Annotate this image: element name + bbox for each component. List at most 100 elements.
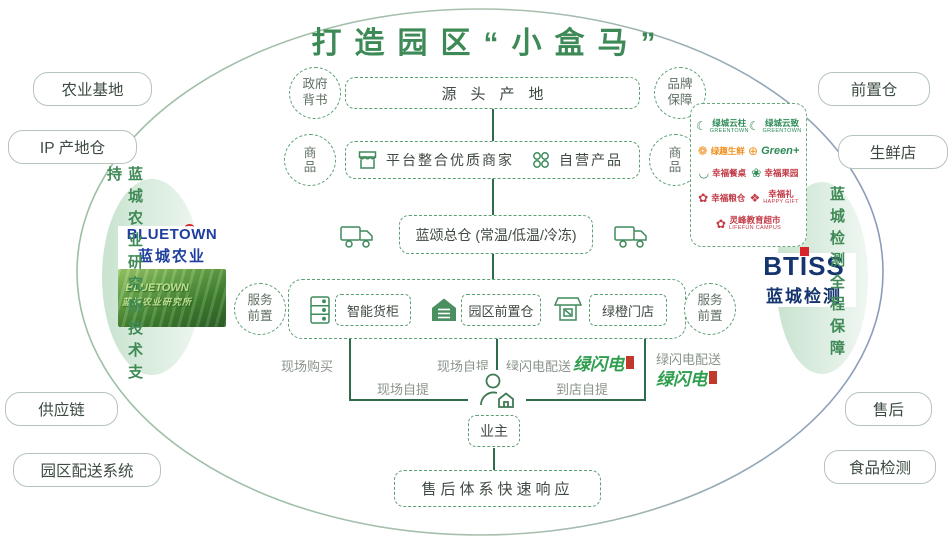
bowl-icon: ◡	[698, 166, 710, 181]
circle-goods-left: 商品	[284, 134, 336, 186]
logo-green-plus: ⊕ Green+	[748, 145, 799, 157]
right-pill-fresh-store: 生鲜店	[838, 135, 948, 169]
logo-lifefun-campus-label: 灵峰教育超市	[729, 214, 781, 225]
logo-happy-table-label: 幸福餐桌	[712, 168, 747, 179]
circle-service-right: 服务前置	[684, 283, 736, 335]
logo-lvqu-fresh-label: 绿趣生鲜	[710, 145, 745, 156]
owner-person-icon	[472, 370, 516, 412]
smart-locker-icon	[310, 296, 330, 324]
front-warehouse-icon	[432, 298, 456, 321]
swirl-icon: ❁	[697, 143, 708, 158]
logo-greentown-yunzhi-label: 绿城云致	[764, 117, 799, 128]
logo-happy-gift: ❖ 幸福礼 HAPPY GIFT	[749, 188, 799, 206]
circle-plus-icon: ⊕	[748, 143, 759, 158]
own-products-group: 自营产品	[530, 149, 623, 171]
logo-greentown-yungui-label: 绿城云柱	[712, 117, 747, 128]
own-products-label: 自营产品	[559, 152, 623, 168]
field-embossed-cn: 蓝城农业研究所	[122, 297, 193, 308]
right-vertical-slogan: 蓝城检测全程保障	[828, 186, 845, 362]
circle-brand-guarantee-label: 品牌保障	[667, 77, 693, 107]
label-store-pickup: 到店自提	[556, 382, 609, 397]
circle-service-left-label: 服务前置	[247, 293, 273, 323]
flash-logo-right-badge	[709, 371, 717, 384]
field-embossed-text: BLUETOWN 蓝城农业研究所	[122, 281, 192, 309]
store-icon	[553, 297, 583, 321]
label-onsite-pickup-center: 现场自提	[377, 382, 430, 397]
logo-greentown-yungui: ☾ 绿城云柱 GREENTOWN	[696, 117, 749, 134]
btiss-logo-cn: 蓝城检测	[766, 287, 842, 306]
storefront-icon	[358, 151, 377, 169]
truck-left-icon	[340, 226, 373, 248]
logo-lifefun-campus: ✿ 灵峰教育超市 LIFEFUN CAMPUS	[715, 214, 782, 232]
cluster-row-1: ☾ 绿城云柱 GREENTOWN ☾ 绿城云致 GREENTOWN	[696, 117, 802, 134]
flash-logo-center-badge	[626, 356, 634, 369]
box-owner: 业主	[468, 415, 520, 447]
cluster-row-4: ✿ 幸福粮仓 ❖ 幸福礼 HAPPY GIFT	[696, 188, 801, 206]
left-pill-ip-origin-warehouse: IP 产地仓	[8, 130, 137, 164]
bluetown-logo-en: BLUETOWN	[126, 224, 218, 243]
bluetown-logo-en-text: BLUETOWN	[126, 226, 218, 243]
logo-lifefun-campus-sub: LIFEFUN CAMPUS	[728, 225, 782, 232]
circle-service-left: 服务前置	[234, 283, 286, 335]
flash-logo-center: 绿闪电	[573, 350, 634, 375]
logo-happy-table: ◡ 幸福餐桌	[699, 167, 747, 179]
partner-logo-cluster: ☾ 绿城云柱 GREENTOWN ☾ 绿城云致 GREENTOWN ❁ 绿趣生鲜	[690, 103, 807, 247]
blossom-icon: ✿	[715, 216, 726, 231]
field-embossed-en: BLUETOWN	[125, 282, 189, 294]
circle-gov-endorsement: 政府背书	[289, 67, 341, 119]
box-central-warehouse: 蓝颂总仓 (常温/低温/冷冻)	[399, 215, 593, 254]
logo-greentown-yungui-sub: GREENTOWN	[709, 127, 749, 134]
btiss-red-square	[800, 247, 810, 256]
left-vertical-slogan: 蓝城农业研究所技术支持	[105, 166, 143, 386]
circle-service-right-label: 服务前置	[697, 293, 723, 323]
page-title: 打造园区“小盒马”	[311, 27, 669, 60]
truck-right-icon	[614, 226, 647, 248]
bluetown-red-accent	[185, 224, 195, 230]
cluster-row-3: ◡ 幸福餐桌 ❀ 幸福果园	[696, 167, 801, 179]
label-flash-delivery-center: 绿闪电配送	[506, 359, 572, 374]
logo-happy-granary: ✿ 幸福粮仓	[698, 192, 745, 204]
box-source-origin: 源头产地	[345, 77, 640, 109]
cluster-row-2: ❁ 绿趣生鲜 ⊕ Green+	[696, 145, 801, 157]
logo-greentown-yunzhi: ☾ 绿城云致 GREENTOWN	[748, 117, 802, 134]
field-stripes	[118, 269, 226, 327]
logo-lvqu-fresh: ❁ 绿趣生鲜	[698, 145, 745, 157]
circle-goods-right-label: 商品	[668, 145, 682, 174]
circle-goods-left-label: 商品	[303, 145, 317, 174]
bluetown-logo-cn: 蓝城农业	[137, 248, 206, 265]
logo-happy-gift-sub: HAPPY GIFT	[763, 199, 799, 206]
platform-merchants-group: 平台整合优质商家	[356, 149, 514, 171]
box-aftersales-response: 售后体系快速响应	[394, 470, 601, 507]
platform-merchants-label: 平台整合优质商家	[386, 152, 514, 168]
sub-box-smart-locker: 智能货柜	[335, 294, 411, 326]
btiss-logo-card: BTISS 蓝城检测	[752, 247, 856, 307]
sub-box-park-front-warehouse: 园区前置仓	[461, 294, 541, 326]
btiss-logo-en-text: BTISS	[763, 251, 845, 281]
left-pill-agriculture-base: 农业基地	[33, 72, 152, 106]
left-pill-supply-chain: 供应链	[5, 392, 118, 426]
logo-happy-granary-label: 幸福粮仓	[711, 192, 746, 203]
right-pill-food-testing: 食品检测	[824, 450, 936, 484]
flow-connectors	[349, 109, 646, 470]
logo-green-plus-label: Green+	[761, 144, 800, 157]
box-service-band: 智能货柜 园区前置仓 绿橙门店	[288, 279, 686, 339]
outer-ellipse	[76, 8, 884, 536]
bluetown-logo-card: BLUETOWN 蓝城农业 BLUETOWN 蓝城农业研究所	[118, 224, 226, 327]
label-onsite-buy: 现场购买	[281, 359, 334, 374]
circle-gov-endorsement-label: 政府背书	[302, 77, 328, 107]
flash-logo-right: 绿闪电	[656, 365, 717, 390]
crescent-icon: ☾	[748, 119, 760, 134]
four-circles-icon	[533, 152, 549, 168]
crescent-icon: ☾	[696, 119, 707, 134]
bluetown-field-photo: BLUETOWN 蓝城农业研究所	[118, 269, 226, 327]
logo-happy-gift-label: 幸福礼	[768, 188, 794, 199]
logo-happy-orchard-label: 幸福果园	[764, 168, 799, 179]
left-pill-park-delivery-system: 园区配送系统	[13, 453, 161, 487]
btiss-logo-en: BTISS	[763, 247, 845, 281]
logo-happy-orchard: ❀ 幸福果园	[751, 167, 798, 179]
sprout-icon: ❀	[751, 166, 762, 181]
circle-brand-guarantee: 品牌保障	[654, 67, 706, 119]
diamond-icon: ❖	[749, 190, 761, 205]
right-pill-front-warehouse: 前置仓	[818, 72, 930, 106]
